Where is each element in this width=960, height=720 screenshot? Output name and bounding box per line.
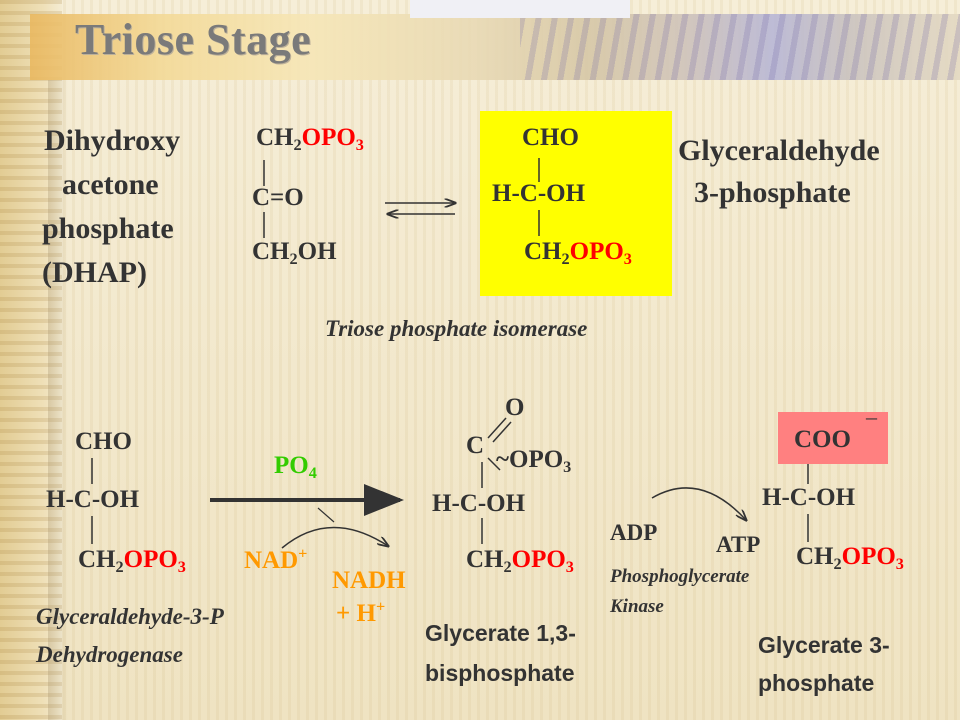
pg-name-line-1: Glycerate 3-	[758, 632, 890, 658]
slide-left-texture	[0, 0, 62, 720]
dhap-name-line-4: (DHAP)	[42, 256, 147, 289]
dhap-row-1: CH2OPO3	[256, 124, 364, 154]
title-banner	[30, 14, 960, 80]
page-title: Triose Stage	[75, 15, 312, 64]
g3p-row-3: CH2OPO3	[524, 238, 632, 268]
adp-label: ADP	[610, 520, 658, 545]
pg-row-2: H-C-OH	[762, 484, 856, 511]
bpg-row-2: H-C-OH	[432, 490, 526, 517]
carboxylate-highlight-box	[778, 412, 888, 464]
isomerase-label: Triose phosphate isomerase	[325, 316, 588, 341]
kinase-label-line-2: Kinase	[610, 596, 664, 617]
nad-curve-arrow	[281, 526, 388, 549]
g3p-highlight-box	[480, 111, 672, 296]
nadh-product-line-1: NADH	[332, 567, 406, 594]
bpg-name-line-2: bisphosphate	[425, 660, 575, 686]
bpg-carbonyl-carbon: C	[466, 432, 485, 459]
dehydrogenase-label-line-2: Dehydrogenase	[36, 642, 183, 667]
g3p-row-1: CHO	[522, 124, 579, 151]
dhap-name-line-1: Dihydroxy	[44, 124, 181, 157]
g3p2-phosphate-group: OPO3	[123, 546, 186, 576]
dhap-ch-text: CH	[256, 124, 294, 151]
g3p2-row-1: CHO	[75, 428, 132, 455]
dhap-row-3: CH2OH	[252, 238, 337, 268]
po4-reagent: PO4	[274, 452, 317, 482]
slide-shadow	[48, 80, 68, 720]
bpg-bonds	[481, 417, 512, 544]
title-banner-highlight	[410, 0, 630, 18]
atp-label: ATP	[716, 532, 761, 557]
dhap-phosphate-group: OPO3	[301, 124, 364, 154]
g3p-name-line-2: 3-phosphate	[694, 176, 851, 209]
dhap-row-2: C=O	[252, 184, 304, 211]
pg-phosphate-group: OPO3	[841, 543, 904, 573]
isomerase-equilibrium-arrows	[385, 203, 455, 214]
bpg-row-3: CH2OPO3	[466, 546, 574, 576]
g3p2-row-2: H-C-OH	[46, 486, 140, 513]
kinase-label-line-1: Phosphoglycerate	[610, 566, 750, 587]
title-banner-texture	[520, 14, 960, 80]
pg-row-1: COO	[794, 426, 851, 453]
g3p2-row-3: CH2OPO3	[78, 546, 186, 576]
dhap-name-line-3: phosphate	[42, 212, 174, 245]
po4-lead	[317, 507, 335, 523]
bpg-acyl-phosphate: ~OPO3	[496, 446, 572, 476]
dehydrogenase-label-line-1: Glyceraldehyde-3-P	[36, 604, 224, 629]
nadh-product-line-2: + H+	[336, 597, 386, 627]
pg-name-line-2: phosphate	[758, 670, 875, 696]
dhap-name-line-2: acetone	[62, 168, 159, 201]
nad-cofactor: NAD+	[244, 544, 308, 574]
bpg-carbonyl-oxygen: O	[505, 394, 525, 421]
g3p-name-line-1: Glyceraldehyde	[678, 134, 880, 167]
pg-row-3: CH2OPO3	[796, 543, 904, 573]
g3p-phosphate-group: OPO3	[569, 238, 632, 268]
kinase-curve-arrow	[651, 487, 746, 520]
bpg-name-line-1: Glycerate 1,3-	[425, 620, 576, 646]
pg-carboxylate-charge: –	[866, 404, 877, 429]
g3p-row-2: H-C-OH	[492, 180, 586, 207]
dhap-ch-subscript: 2	[293, 135, 302, 154]
bpg-phosphate-group: OPO3	[511, 546, 574, 576]
